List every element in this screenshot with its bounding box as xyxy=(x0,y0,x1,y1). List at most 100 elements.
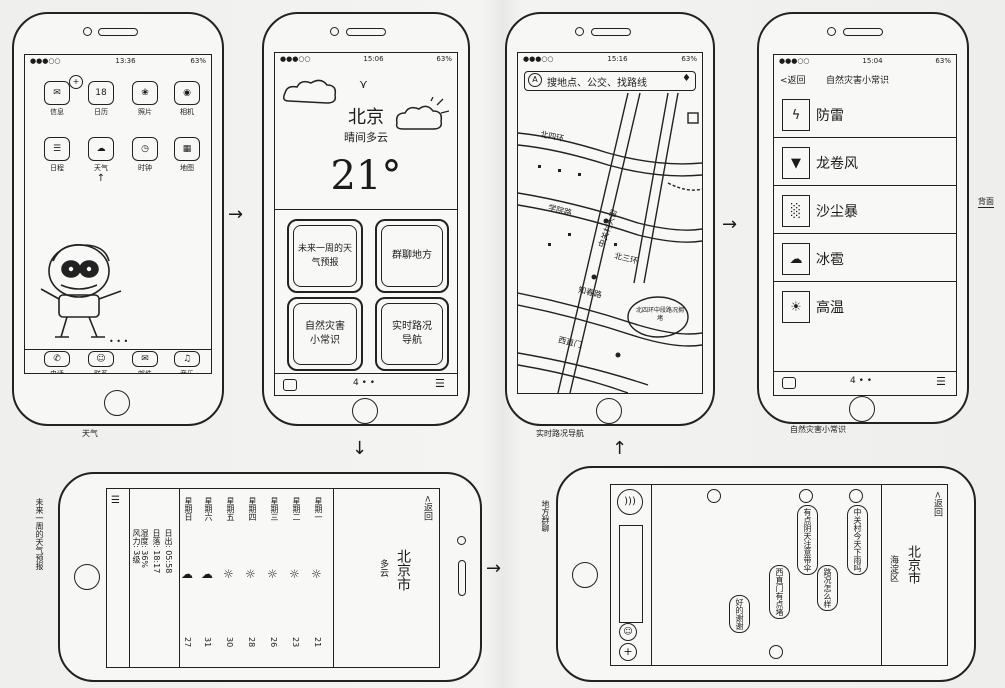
camera-dot xyxy=(330,27,339,36)
high-temp: 26 xyxy=(269,637,278,648)
chat-caption: 地方群聊 xyxy=(541,500,550,532)
app-label: 天气 xyxy=(94,164,108,172)
message-input[interactable] xyxy=(619,525,643,623)
grid-icon[interactable] xyxy=(283,379,297,391)
back-button[interactable]: <返回 xyxy=(422,495,432,521)
tornado-icon: ▼ xyxy=(782,147,810,179)
tile-local-chat[interactable]: 群聊地方 xyxy=(375,219,449,293)
high-temp: 31 xyxy=(203,637,212,648)
day-label: 星期五 xyxy=(226,497,235,521)
tile-weekly-forecast[interactable]: 未来一周的天气预报 xyxy=(287,219,363,293)
item-label: 防雷 xyxy=(816,108,844,124)
music-icon: ♫ xyxy=(174,351,200,367)
back-button[interactable]: <返回 xyxy=(780,76,806,86)
tile-traffic-navigation[interactable]: 实时路况导航 xyxy=(375,297,449,371)
sun-icon: ☼ xyxy=(289,567,300,581)
phone-forecast: <返回 北京市 多云 星期一 星期二 星期三 星期四 星期五 星期六 星期日 ☼… xyxy=(58,472,482,682)
avatar xyxy=(707,489,721,503)
page-dots: • • • xyxy=(109,337,129,346)
home-button[interactable] xyxy=(596,398,622,424)
status-time: 13:36 xyxy=(115,57,136,65)
app-map[interactable]: ▦地图 xyxy=(169,137,205,173)
traffic-note: 北四环中段路况拥堵 xyxy=(636,307,685,322)
right-arrow-icon: → xyxy=(722,214,738,235)
list-item[interactable]: ░沙尘暴 xyxy=(774,187,956,234)
home-button[interactable] xyxy=(352,398,378,424)
menu-icon[interactable]: ☰ xyxy=(936,375,946,388)
dock-mail[interactable]: ✉邮件 xyxy=(127,351,163,373)
menu-icon[interactable]: ☰ xyxy=(435,377,445,390)
signal-icon: ●●●○○ xyxy=(523,55,554,63)
emoji-icon[interactable]: ☺ xyxy=(619,623,637,641)
day-label: 星期三 xyxy=(270,497,279,521)
forecast-caption: 未来一周的天气预报 xyxy=(35,498,44,570)
list-item[interactable]: ▼龙卷风 xyxy=(774,139,956,186)
microphone-icon[interactable]: ♦ xyxy=(682,73,691,84)
dock-music[interactable]: ♫音乐 xyxy=(169,351,205,373)
city-name: 北京市 xyxy=(905,545,920,584)
cloud-icon: ☁ xyxy=(181,567,193,581)
speaker xyxy=(458,560,466,596)
menu-icon[interactable]: ☰ xyxy=(111,495,120,506)
app-notes[interactable]: ☰日程 xyxy=(39,137,75,173)
sun-icon: ☀ xyxy=(782,291,810,323)
app-clock[interactable]: ◷时钟 xyxy=(127,137,163,173)
dock-contacts[interactable]: ☺联系 xyxy=(83,351,119,374)
list-item[interactable]: ☀ 高温 xyxy=(774,283,956,329)
chat-screen: <返回 北京市 海淀区 ))) ☺ + 中关村今天下雨吗 有点阴天注意带伞 路况… xyxy=(610,484,948,666)
chat-bubble: 有点阴天注意带伞 xyxy=(797,505,818,575)
page-dots: 4 • • xyxy=(850,376,873,386)
home-button[interactable] xyxy=(104,390,130,416)
battery-indicator: 63% xyxy=(436,55,452,63)
search-placeholder: 搜地点、公交、找路线 xyxy=(547,78,647,89)
dock-label: 联系 xyxy=(94,370,108,374)
sun-icon xyxy=(395,97,449,130)
tile-label: 未来一周的天气预报 xyxy=(293,225,357,287)
home-caption: 天气 xyxy=(82,429,98,438)
app-weather[interactable]: ☁天气↑ xyxy=(83,137,119,184)
map-canvas[interactable] xyxy=(518,93,702,393)
city-name: 北京市 xyxy=(395,549,411,591)
voice-icon[interactable]: ))) xyxy=(617,489,643,515)
tile-disaster-tips[interactable]: 自然灾害小常识 xyxy=(287,297,363,371)
map-caption: 实时路况导航 xyxy=(536,429,584,438)
high-temp: 28 xyxy=(247,637,256,648)
add-icon[interactable]: + xyxy=(619,643,637,661)
phone-chat: <返回 北京市 海淀区 ))) ☺ + 中关村今天下雨吗 有点阴天注意带伞 路况… xyxy=(556,466,976,682)
sandstorm-icon: ░ xyxy=(782,195,810,227)
divider xyxy=(275,209,457,210)
home-button[interactable] xyxy=(849,396,875,422)
app-camera[interactable]: ◉相机 xyxy=(169,81,205,117)
divider xyxy=(333,489,334,667)
info-line: 日出: 05:58 xyxy=(164,529,173,574)
chat-bubble: 中关村今天下雨吗 xyxy=(847,505,868,575)
list-item[interactable]: ☁ 冰雹 xyxy=(774,235,956,282)
bottom-bar xyxy=(275,373,457,374)
back-button[interactable]: <返回 xyxy=(932,491,942,517)
avatar xyxy=(769,645,783,659)
app-label: 信息 xyxy=(50,108,64,116)
info-line: 风力: 3级 xyxy=(132,529,141,564)
item-label: 高温 xyxy=(816,300,844,316)
day-label: 星期二 xyxy=(292,497,301,521)
home-button[interactable] xyxy=(572,562,598,588)
item-label: 冰雹 xyxy=(816,252,844,268)
forecast-screen: <返回 北京市 多云 星期一 星期二 星期三 星期四 星期五 星期六 星期日 ☼… xyxy=(106,488,440,668)
app-messages[interactable]: ✉信息 xyxy=(39,81,75,117)
phone-icon: ✆ xyxy=(44,351,70,367)
search-bar[interactable]: A 搜地点、公交、找路线 ♦ xyxy=(524,71,696,91)
app-photos[interactable]: ❀照片 xyxy=(127,81,163,117)
home-button[interactable] xyxy=(74,564,100,590)
chat-bubble: 路况怎么样 xyxy=(817,565,838,611)
person-icon: A xyxy=(528,73,542,87)
notes-icon: ☰ xyxy=(44,137,70,161)
info-line: 日落: 18:17 xyxy=(152,529,161,574)
dock-phone[interactable]: ✆电话 xyxy=(39,351,75,373)
hail-icon: ☁ xyxy=(782,243,810,275)
grid-icon[interactable] xyxy=(782,377,796,389)
